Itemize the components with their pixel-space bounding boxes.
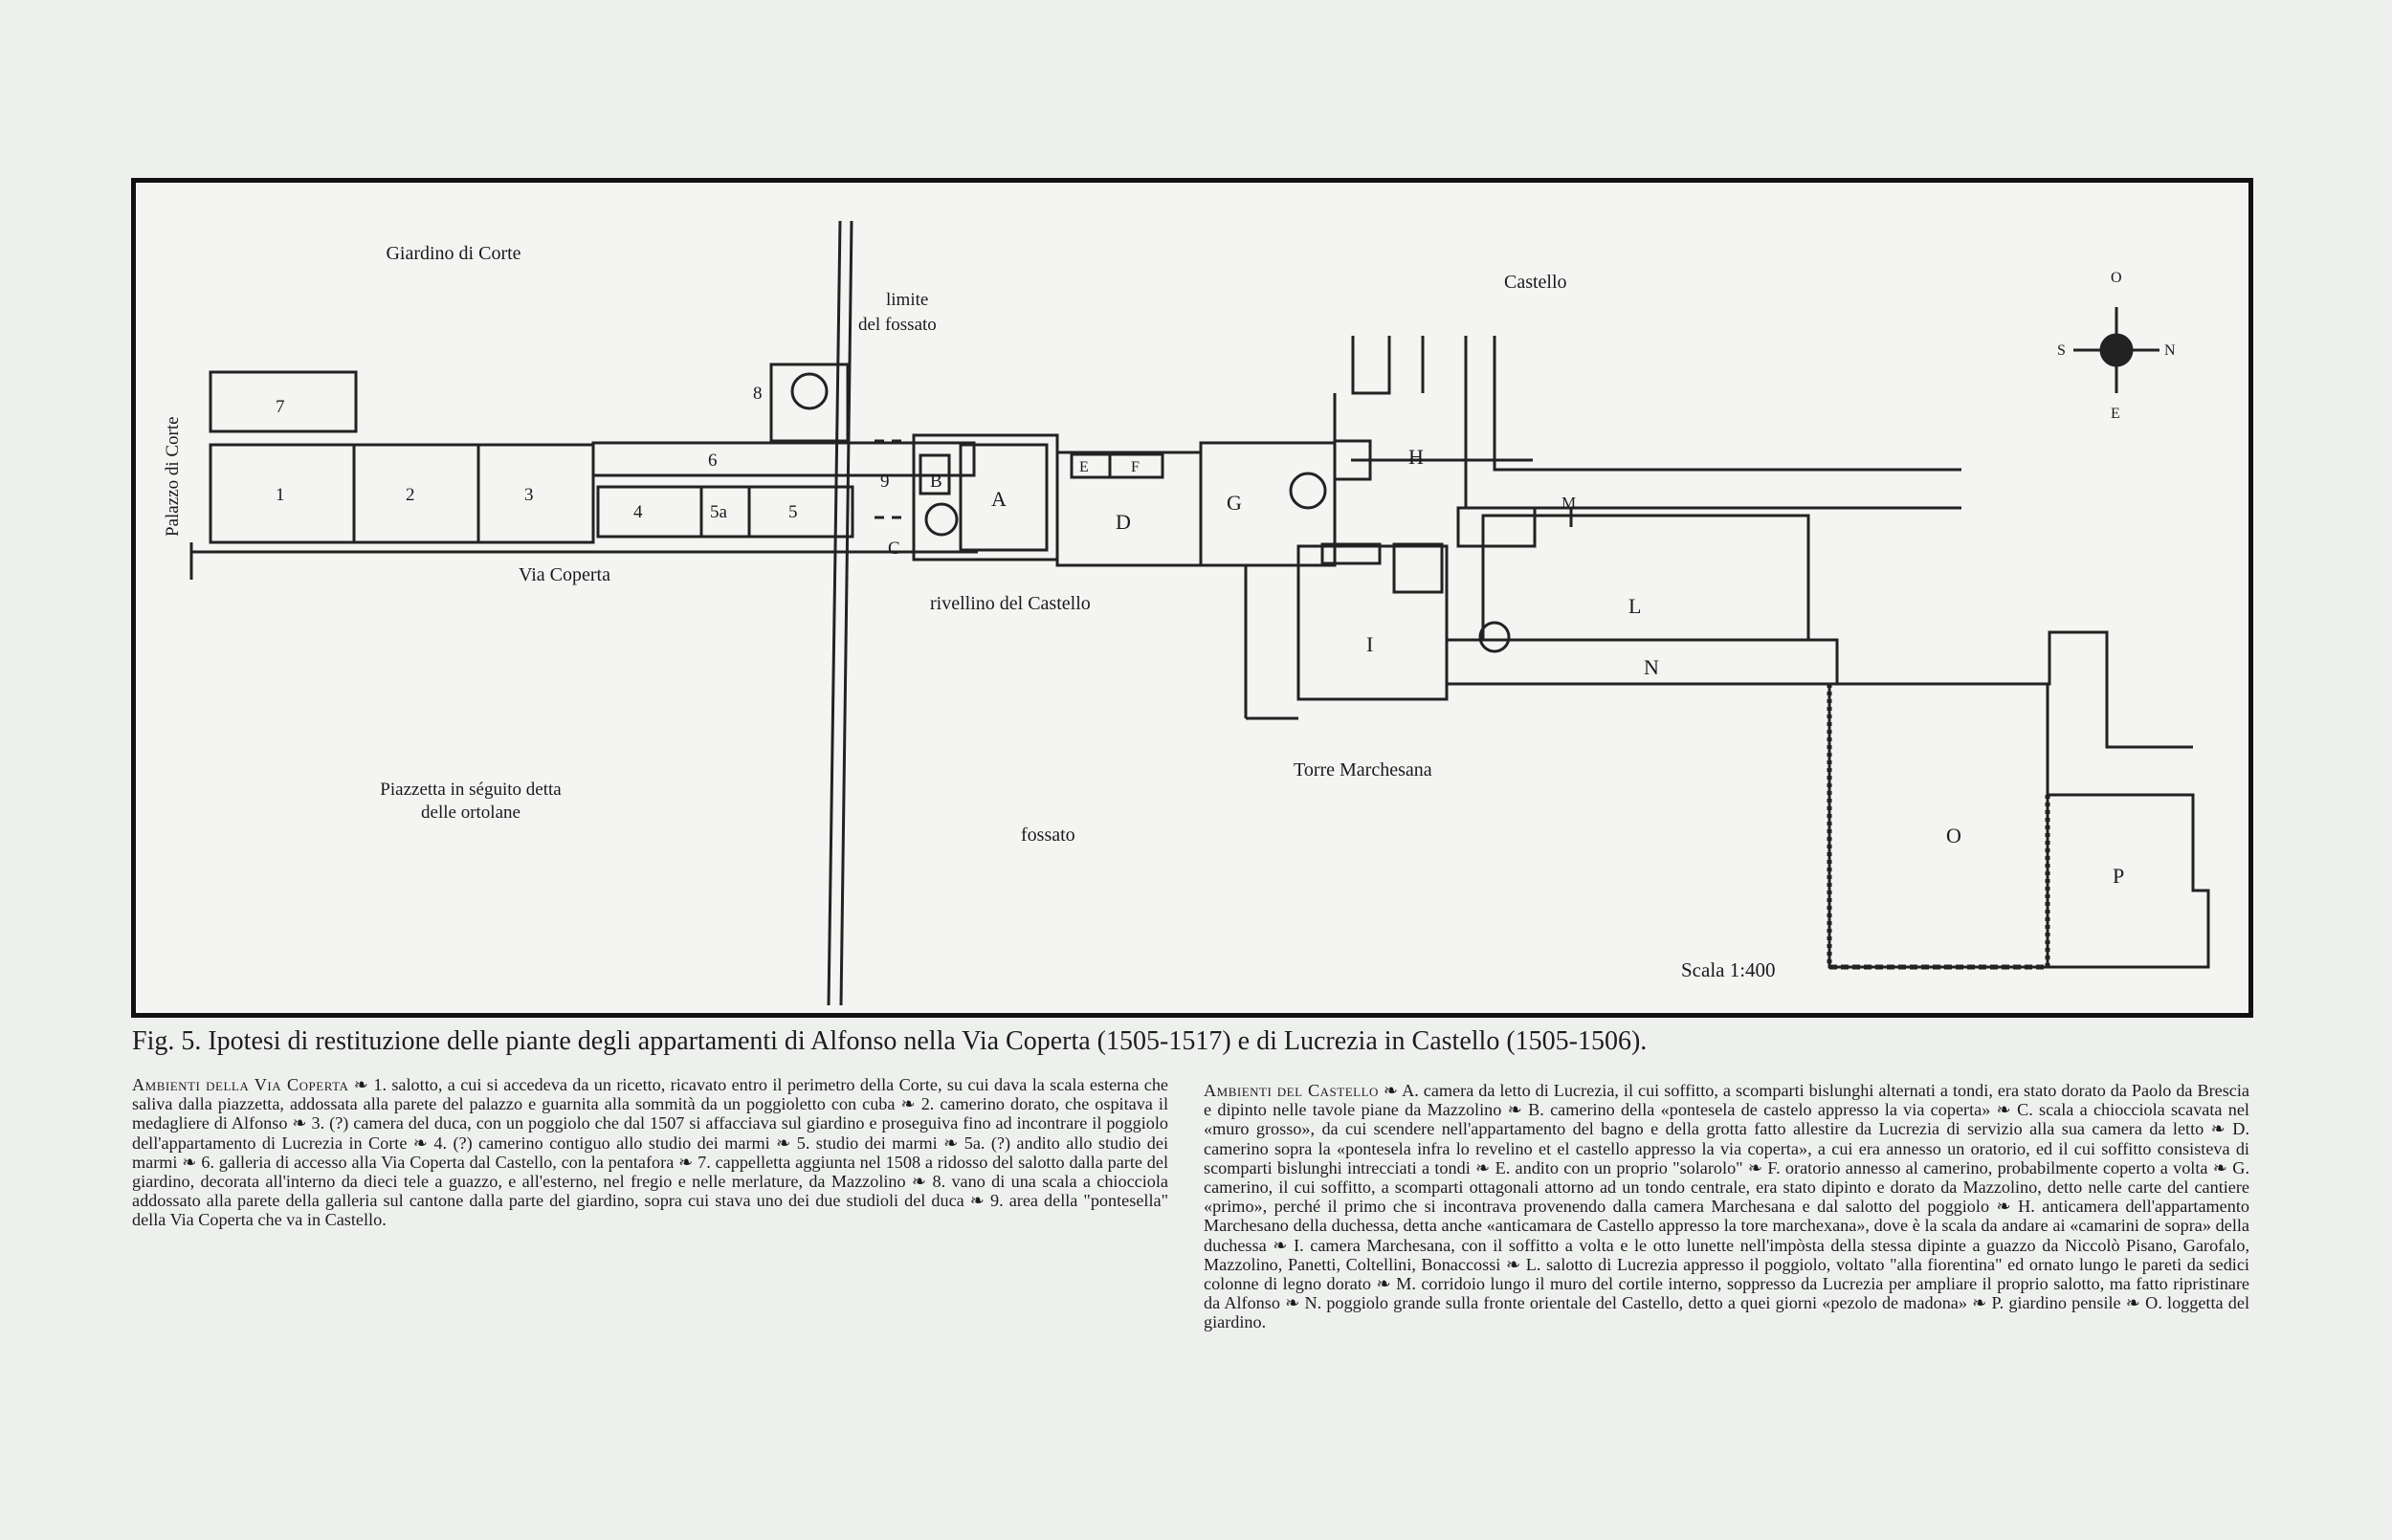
compass-rose: [2073, 307, 2159, 393]
legend-right-text: ❧ A. camera da letto di Lucrezia, il cui…: [1204, 1081, 2250, 1332]
label-palazzo: Palazzo di Corte: [163, 416, 183, 537]
spiral-stair-N: [1478, 621, 1511, 653]
room-2-outline: [352, 443, 480, 544]
label-giardino: Giardino di Corte: [386, 243, 520, 264]
room-label-C: C: [888, 539, 900, 559]
room-I-outline: [1296, 544, 1449, 701]
room-label-5a: 5a: [710, 502, 728, 522]
label-piazzetta-2: delle ortolane: [421, 803, 520, 823]
label-piazzetta-1: Piazzetta in séguito detta: [380, 780, 562, 800]
legend-castello: Ambienti del Castello ❧ A. camera da let…: [1204, 1081, 2249, 1332]
room-label-N: N: [1644, 655, 1659, 679]
spiral-stair-C: [924, 502, 959, 537]
room-label-F: F: [1131, 459, 1140, 475]
legend-left-text: ❧ 1. salotto, a cui si accedeva da un ri…: [132, 1075, 1168, 1230]
room-label-M: M: [1561, 494, 1576, 512]
room-label-6: 6: [708, 451, 718, 471]
legend-right-heading: Ambienti del Castello: [1204, 1081, 1379, 1100]
legend-left-heading: Ambienti della Via Coperta: [132, 1075, 349, 1094]
room-F-outline: [1108, 452, 1164, 479]
room-label-O: O: [1946, 824, 1961, 847]
compass-east: N: [2164, 342, 2176, 359]
room-N-outline: [1445, 638, 1839, 686]
room-E-outline: [1070, 452, 1112, 479]
room-L-outline: [1481, 514, 1810, 642]
figure-caption: Fig. 5. Ipotesi di restituzione delle pi…: [132, 1026, 1648, 1056]
compass-west: S: [2057, 342, 2066, 359]
room-label-1: 1: [276, 485, 285, 505]
room-label-5: 5: [788, 502, 798, 522]
room-label-D: D: [1116, 510, 1131, 534]
room-label-9: 9: [880, 472, 890, 492]
room-label-4: 4: [633, 502, 643, 522]
room-label-3: 3: [524, 485, 534, 505]
label-via-coperta: Via Coperta: [519, 564, 610, 585]
room-label-E: E: [1079, 459, 1089, 475]
legend-via-coperta: Ambienti della Via Coperta ❧ 1. salotto,…: [132, 1075, 1168, 1230]
room-label-2: 2: [406, 485, 415, 505]
room-6-outline: [591, 441, 976, 477]
room-O-outline: [1827, 682, 2049, 969]
room-3-outline: [476, 443, 595, 544]
label-fossato: fossato: [1021, 825, 1075, 846]
label-limite-1: limite: [886, 290, 928, 310]
floor-plan-frame: Giardino di Corte limite del fossato Cas…: [131, 178, 2253, 1018]
spiral-stair-8: [790, 372, 829, 410]
room-label-B: B: [930, 472, 942, 492]
room-label-P: P: [2113, 864, 2124, 888]
label-torre: Torre Marchesana: [1294, 759, 1432, 781]
room-label-G: G: [1227, 491, 1242, 515]
room-label-A: A: [991, 487, 1007, 511]
room-B-outline: [919, 453, 951, 495]
room-label-H: H: [1408, 445, 1424, 469]
compass-south: E: [2111, 406, 2120, 422]
room-label-7: 7: [276, 397, 285, 417]
compass-north: O: [2111, 270, 2122, 286]
label-castello: Castello: [1504, 272, 1567, 293]
floor-plan-drawing: Giardino di Corte limite del fossato Cas…: [163, 220, 2210, 1006]
room-label-I: I: [1366, 632, 1373, 656]
label-rivellino: rivellino del Castello: [930, 593, 1091, 614]
room-label-8: 8: [753, 384, 763, 404]
room-7-outline: [209, 370, 358, 433]
room-label-L: L: [1628, 594, 1641, 618]
room-4-outline: [596, 485, 703, 539]
label-scala: Scala 1:400: [1681, 958, 1776, 981]
spiral-stair-G: [1289, 472, 1327, 510]
label-limite-2: del fossato: [858, 315, 937, 335]
room-A-outline: [959, 443, 1049, 552]
room-5-outline: [747, 485, 854, 539]
